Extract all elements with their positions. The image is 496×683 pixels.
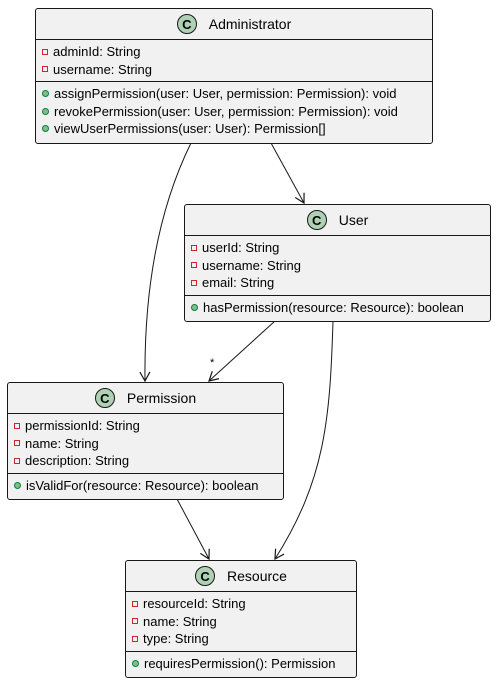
method-row: isValidFor(resource: Resource): boolean — [14, 477, 283, 495]
private-visibility-icon — [132, 600, 138, 607]
attribute-row: resourceId: String — [132, 595, 356, 613]
class-permission-header: C Permission — [8, 383, 283, 414]
class-permission[interactable]: C Permission permissionId: String name: … — [7, 382, 284, 500]
class-user-header: C User — [185, 205, 490, 236]
attribute-row: name: String — [132, 613, 356, 631]
attribute-row: adminId: String — [42, 43, 432, 61]
class-permission-methods: isValidFor(resource: Resource): boolean — [8, 474, 283, 498]
private-visibility-icon — [42, 66, 48, 73]
method-row: requiresPermission(): Permission — [132, 655, 356, 673]
edge-user-to-permission — [208, 320, 276, 382]
class-administrator-header: C Administrator — [36, 9, 432, 40]
private-visibility-icon — [132, 635, 138, 642]
class-administrator-name: Administrator — [208, 16, 292, 32]
class-c-icon: C — [176, 14, 197, 34]
class-resource[interactable]: C Resource resourceId: String name: Stri… — [125, 560, 357, 678]
public-visibility-icon — [42, 107, 49, 115]
class-c-icon: C — [94, 388, 115, 408]
method-row: assignPermission(user: User, permission:… — [42, 85, 432, 103]
class-resource-attributes: resourceId: String name: String type: St… — [126, 592, 356, 652]
method-row: viewUserPermissions(user: User): Permiss… — [42, 120, 432, 138]
class-resource-methods: requiresPermission(): Permission — [126, 652, 356, 676]
class-user-attributes: userId: String username: String email: S… — [185, 236, 490, 296]
private-visibility-icon — [14, 457, 20, 464]
class-administrator[interactable]: C Administrator adminId: String username… — [35, 8, 433, 144]
attribute-row: type: String — [132, 630, 356, 648]
public-visibility-icon — [42, 125, 49, 133]
public-visibility-icon — [191, 303, 198, 311]
class-user-name: User — [338, 212, 369, 228]
private-visibility-icon — [14, 422, 20, 429]
private-visibility-icon — [132, 618, 138, 625]
private-visibility-icon — [191, 262, 197, 269]
public-visibility-icon — [42, 90, 49, 98]
class-user-methods: hasPermission(resource: Resource): boole… — [185, 296, 490, 320]
attribute-row: userId: String — [191, 239, 490, 257]
attribute-row: description: String — [14, 452, 283, 470]
class-administrator-attributes: adminId: String username: String — [36, 40, 432, 82]
method-row: revokePermission(user: User, permission:… — [42, 103, 432, 121]
private-visibility-icon — [191, 244, 197, 251]
attribute-row: permissionId: String — [14, 417, 283, 435]
multiplicity-label: * — [210, 357, 215, 369]
class-c-icon: C — [306, 210, 327, 230]
public-visibility-icon — [14, 481, 21, 489]
private-visibility-icon — [14, 440, 20, 447]
attribute-row: username: String — [191, 257, 490, 275]
attribute-row: name: String — [14, 435, 283, 453]
edge-user-to-resource — [274, 320, 334, 561]
class-c-icon: C — [195, 566, 216, 586]
class-resource-name: Resource — [227, 568, 287, 584]
edge-permission-to-resource — [176, 498, 210, 561]
class-resource-header: C Resource — [126, 561, 356, 592]
class-permission-name: Permission — [126, 390, 197, 406]
class-user[interactable]: C User userId: String username: String e… — [184, 204, 491, 322]
edge-administrator-to-user — [270, 142, 305, 205]
public-visibility-icon — [132, 659, 139, 667]
private-visibility-icon — [42, 48, 48, 55]
attribute-row: username: String — [42, 61, 432, 79]
class-permission-attributes: permissionId: String name: String descri… — [8, 414, 283, 474]
method-row: hasPermission(resource: Resource): boole… — [191, 299, 490, 317]
private-visibility-icon — [191, 279, 197, 286]
class-administrator-methods: assignPermission(user: User, permission:… — [36, 82, 432, 141]
attribute-row: email: String — [191, 274, 490, 292]
edge-administrator-to-permission — [139, 142, 192, 383]
